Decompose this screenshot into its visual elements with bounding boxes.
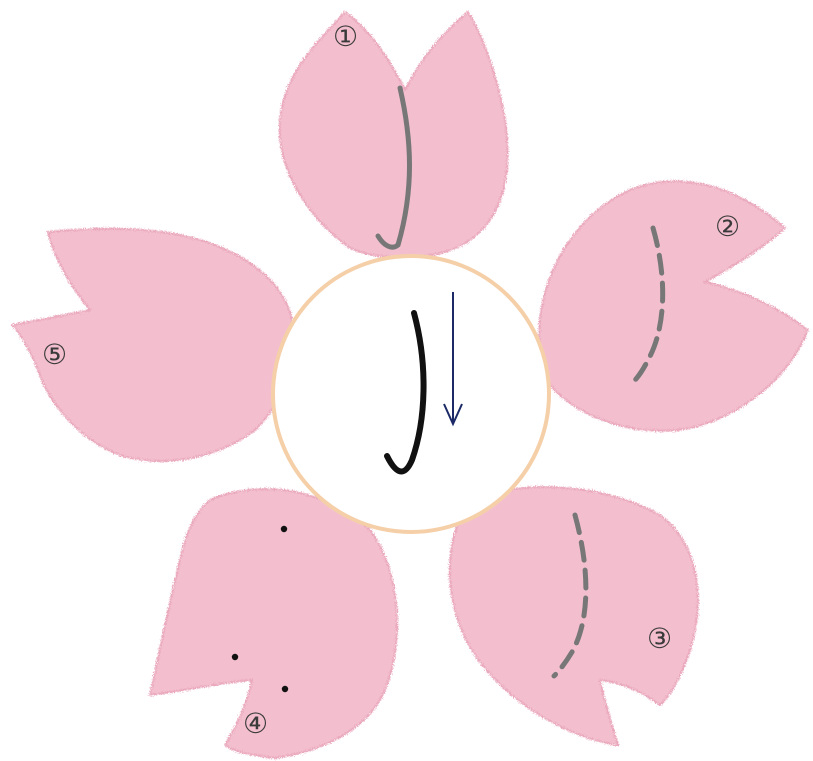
petal-5: ⑤ [12,229,293,461]
petal-3-number: ③ [647,622,672,655]
petal-3: ③ [450,487,698,745]
petal-2-number: ② [715,210,740,243]
petal-4-dot-middle [232,654,238,660]
petal-2: ② [539,181,808,430]
petal-4: ④ [150,489,397,758]
center-disc [273,256,549,532]
center-circle [273,256,549,532]
petal-1: ① [280,12,508,258]
petal-1-shape [280,12,508,258]
petal-1-number: ① [333,20,358,53]
petal-2-shape [539,181,808,430]
petal-5-number: ⑤ [42,338,67,371]
petal-3-shape [450,487,698,745]
petal-4-dot-end [282,686,288,692]
petal-4-dot-start [281,526,287,532]
petal-4-shape [150,489,397,758]
petal-4-number: ④ [243,707,268,740]
